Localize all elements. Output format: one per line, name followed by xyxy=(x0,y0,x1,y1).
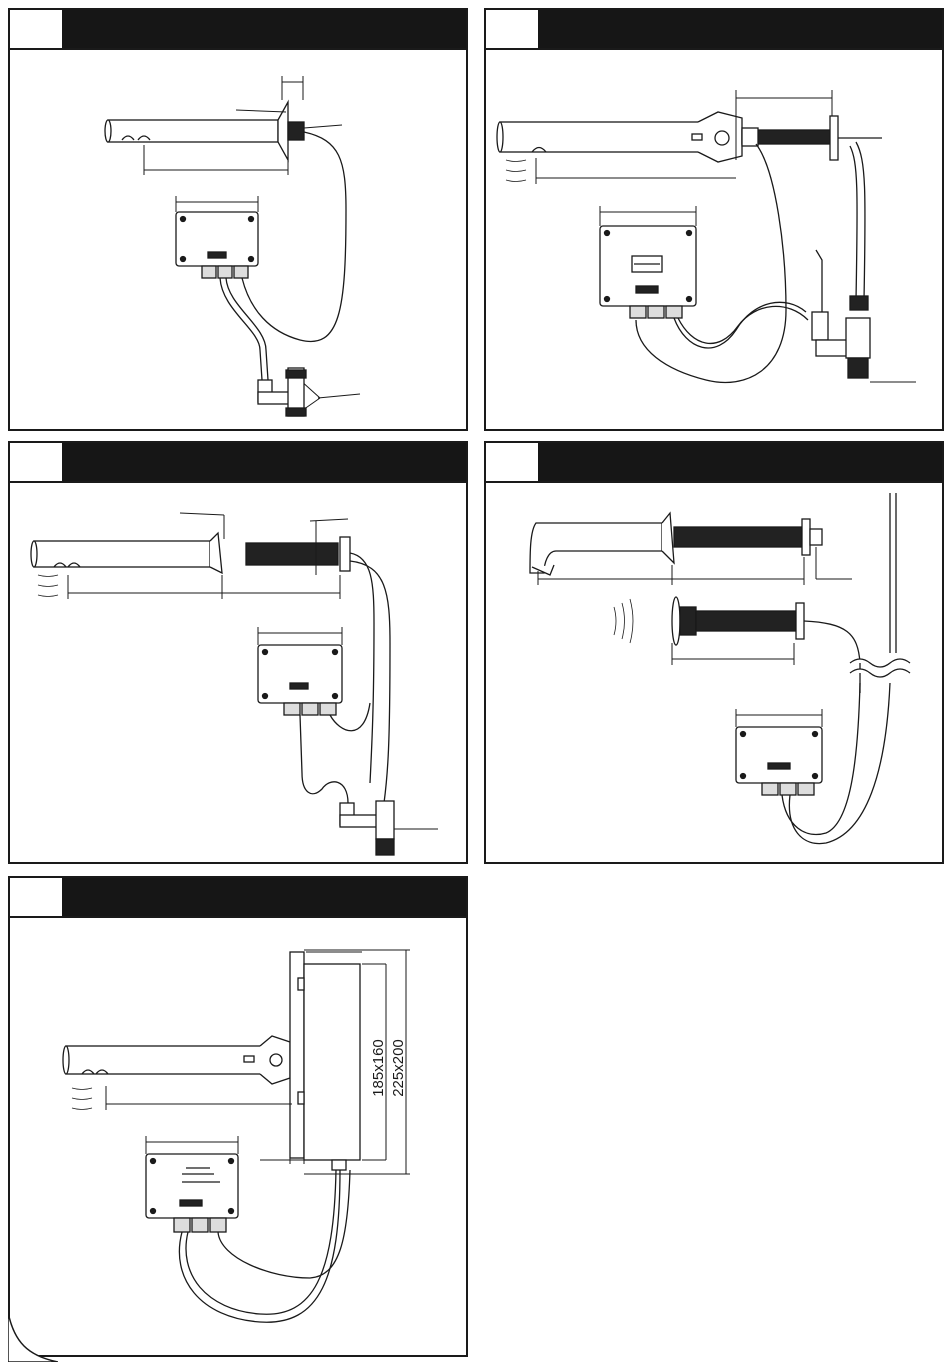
panel-2 xyxy=(484,8,944,431)
dimension-inner-box: 185x160 xyxy=(370,1039,387,1097)
panel-3 xyxy=(8,441,468,864)
spout-2 xyxy=(497,112,882,182)
panel-5-diagram: 185x160 225x200 xyxy=(10,918,466,1357)
panel-4-header xyxy=(486,443,942,483)
valve-3 xyxy=(340,801,394,855)
panel-5-title xyxy=(62,878,466,916)
panel-2-diagram xyxy=(486,50,942,431)
panel-1-header xyxy=(10,10,466,50)
panel-1-number xyxy=(10,10,64,48)
panel-4-title xyxy=(538,443,942,481)
panel-3-header xyxy=(10,443,466,483)
panel-3-number xyxy=(10,443,64,481)
panel-2-header xyxy=(486,10,942,50)
panel-3-title xyxy=(62,443,466,481)
dimension-outer-box: 225x200 xyxy=(390,1039,407,1097)
control-box-4 xyxy=(736,727,822,795)
spout-1 xyxy=(105,102,304,160)
control-box-1 xyxy=(176,212,258,278)
wall-box-5 xyxy=(290,952,360,1170)
valve-1 xyxy=(258,368,306,416)
control-box-3 xyxy=(258,645,342,715)
panel-4-diagram xyxy=(486,483,942,864)
spout-3 xyxy=(31,533,350,597)
panel-1-diagram xyxy=(10,50,466,431)
valve-2 xyxy=(812,250,870,378)
panel-1 xyxy=(8,8,468,431)
panel-5: 185x160 225x200 xyxy=(8,876,468,1357)
panel-5-number xyxy=(10,878,64,916)
control-box-2 xyxy=(600,226,696,318)
panel-1-title xyxy=(62,10,466,48)
page-corner xyxy=(8,1312,58,1362)
dimension-lines-4 xyxy=(538,547,852,727)
panel-2-title xyxy=(538,10,942,48)
spout-4 xyxy=(530,513,822,575)
sensor-4 xyxy=(614,597,804,645)
control-box-5 xyxy=(146,1154,238,1232)
panel-4 xyxy=(484,441,944,864)
panel-3-diagram xyxy=(10,483,466,864)
panel-4-number xyxy=(486,443,540,481)
spout-5 xyxy=(63,1036,290,1110)
panel-5-header xyxy=(10,878,466,918)
panel-2-number xyxy=(486,10,540,48)
